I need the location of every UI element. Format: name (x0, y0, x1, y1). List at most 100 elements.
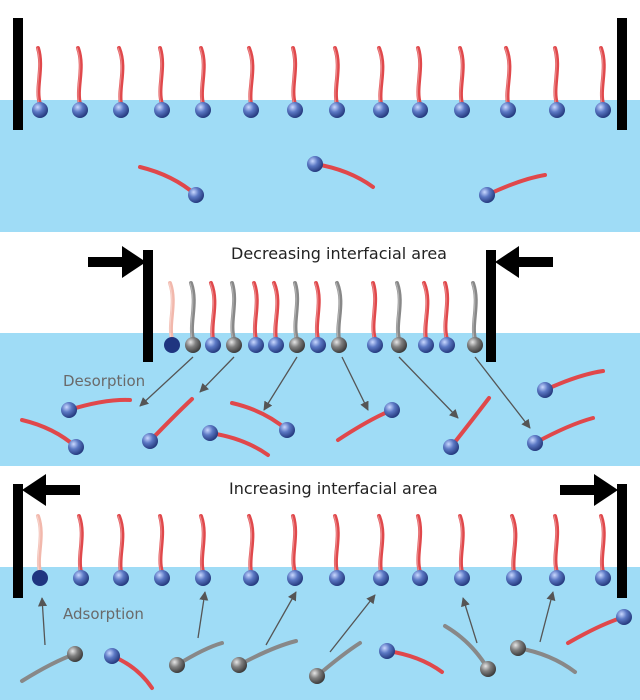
molecule-tail-highlight (199, 47, 204, 105)
molecule-head (226, 337, 242, 353)
flow-arrow (539, 591, 556, 643)
molecule-head (537, 382, 553, 398)
molecule-icon (379, 643, 444, 674)
molecule-tail-highlight (377, 47, 382, 105)
molecule-tail-highlight (504, 47, 509, 105)
molecule-icon (595, 46, 611, 118)
molecule-tail (371, 281, 378, 341)
molecule-head (67, 646, 83, 662)
molecule-head (454, 102, 470, 118)
molecule-tail-highlight (77, 515, 82, 573)
molecule-tail-highlight (293, 282, 297, 340)
molecule-head (506, 570, 522, 586)
flow-arrow (139, 356, 194, 407)
molecule-icon (479, 173, 547, 203)
molecule-head (616, 609, 632, 625)
molecule-tail-highlight (252, 282, 257, 340)
barrier (13, 18, 23, 130)
molecule-tail (458, 46, 465, 106)
molecule-icon (309, 641, 362, 684)
molecule-tail-highlight (117, 47, 122, 105)
molecule-tail-highlight (230, 282, 234, 340)
molecule-icon (307, 156, 375, 189)
molecule-head (500, 102, 516, 118)
molecule-tail-highlight (416, 47, 420, 105)
molecule-tail-highlight (36, 515, 41, 573)
molecule-tail (314, 281, 321, 341)
molecule-icon (467, 281, 483, 353)
molecule-icon (443, 624, 496, 677)
molecule-icon (527, 416, 595, 451)
molecule-tail-highlight (471, 282, 476, 340)
molecule-tail-highlight (553, 515, 557, 573)
molecule-icon (331, 281, 347, 353)
molecule-icon (243, 46, 259, 118)
molecule-tail (247, 514, 255, 574)
molecule-icon (195, 46, 211, 118)
molecule-tail (252, 281, 259, 341)
molecule-icon (566, 609, 632, 645)
molecule-head (243, 102, 259, 118)
molecule-tail (199, 514, 206, 574)
molecule-tail-highlight (553, 47, 557, 105)
molecule-tail (553, 514, 560, 574)
molecule-icon (138, 165, 204, 203)
molecule-head (268, 337, 284, 353)
molecule-tail (333, 514, 340, 574)
molecule-icon (164, 281, 180, 353)
flow-arrow (197, 591, 209, 639)
molecule-head (32, 570, 48, 586)
molecule-tail (471, 281, 478, 341)
right-arrow-icon (88, 246, 146, 278)
molecule-icon (20, 646, 83, 683)
molecule-icon (500, 46, 516, 118)
molecule-tail-highlight (272, 282, 277, 340)
molecule-head (412, 102, 428, 118)
molecule-head (32, 102, 48, 118)
molecule-icon (287, 46, 303, 118)
molecule-tail-highlight (333, 515, 338, 573)
molecule-tail (458, 514, 465, 574)
molecule-icon (310, 281, 326, 353)
flow-arrow (263, 356, 298, 411)
molecule-head (287, 570, 303, 586)
molecule-tail (335, 281, 343, 341)
molecule-head (104, 648, 120, 664)
flow-arrow (398, 356, 459, 419)
molecule-tail-highlight (247, 515, 252, 573)
right-arrow-icon (560, 474, 618, 506)
molecule-icon (185, 281, 201, 353)
flow-arrow (474, 356, 531, 429)
molecule-head (373, 570, 389, 586)
molecule-head (549, 102, 565, 118)
barrier (617, 484, 627, 598)
molecule-icon (73, 514, 89, 586)
molecule-tail (158, 514, 165, 574)
molecule-head (188, 187, 204, 203)
molecule-head (439, 337, 455, 353)
molecule-head (169, 657, 185, 673)
molecule-tail-highlight (510, 515, 515, 573)
left-arrow-icon (22, 474, 80, 506)
molecule-head (329, 102, 345, 118)
molecule-head (185, 337, 201, 353)
panel2-label: Decreasing interfacial area (231, 244, 447, 263)
molecule-icon (418, 281, 434, 353)
molecule-icon (329, 514, 345, 586)
molecule-icon (195, 514, 211, 586)
molecule-icon (268, 281, 284, 353)
molecule-head (289, 337, 305, 353)
water-region-2 (0, 333, 640, 466)
molecule-head (418, 337, 434, 353)
molecule-tail (416, 514, 423, 574)
molecule-icon (329, 46, 345, 118)
molecule-head (164, 337, 180, 353)
molecule-head (307, 156, 323, 172)
molecule-icon (243, 514, 259, 586)
flow-arrow (461, 597, 478, 644)
molecule-head (195, 570, 211, 586)
molecule-tail (272, 281, 280, 341)
molecule-tail-highlight (395, 282, 400, 340)
